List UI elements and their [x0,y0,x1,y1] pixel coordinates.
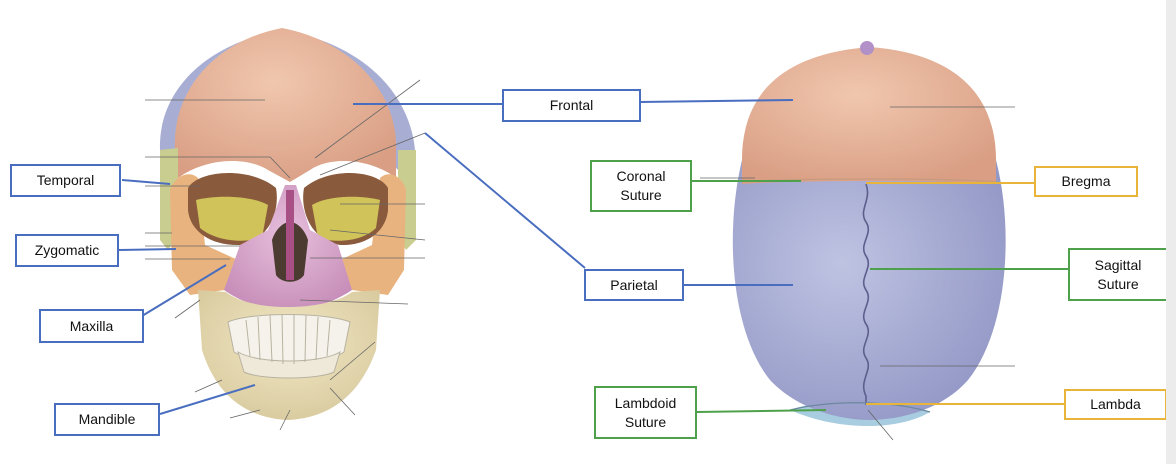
superior-pointer-lines [700,106,1015,441]
nasal-septum [286,190,294,280]
zygomatic-bone-right [340,174,406,295]
mandible-leader [159,384,256,415]
label-temporal: Temporal [10,164,121,197]
label-lambdoid-suture: Lambdoid Suture [594,386,697,439]
page-margin [1166,0,1176,464]
anterior-pointer-lines [145,79,426,431]
label-bregma: Bregma [1034,166,1138,197]
temporal-leader [121,179,171,185]
zygomatic-leader [117,248,177,251]
label-maxilla: Maxilla [39,309,144,343]
parietal-leader-a [424,132,586,269]
label-frontal: Frontal [502,89,641,122]
vertex-tuberosity [860,41,874,55]
zygomatic-bone-left [170,174,238,295]
label-coronal-suture: Coronal Suture [590,160,692,212]
leader-lines [117,99,1068,415]
parietal-bone-top [732,160,1006,420]
lambdoid-suture-line [789,402,931,413]
lambdoid-leader [696,409,827,413]
label-zygomatic: Zygomatic [15,234,119,267]
orbit-left-floor [196,196,268,241]
label-mandible: Mandible [54,403,160,436]
maxilla-leader [141,264,227,317]
lower-teeth [237,350,341,379]
anterior-skull [145,28,426,431]
sagittal-suture-line [862,183,870,405]
label-sagittal-suture: Sagittal Suture [1068,248,1168,301]
label-lambda: Lambda [1064,389,1167,420]
frontal-bone-front [174,28,397,182]
superior-skull [700,41,1015,441]
frontal-leader-b [639,99,794,103]
frontal-bone-top [742,47,996,184]
orbit-right-floor [312,196,380,241]
upper-teeth-gaps [245,313,331,365]
label-parietal: Parietal [584,269,684,301]
